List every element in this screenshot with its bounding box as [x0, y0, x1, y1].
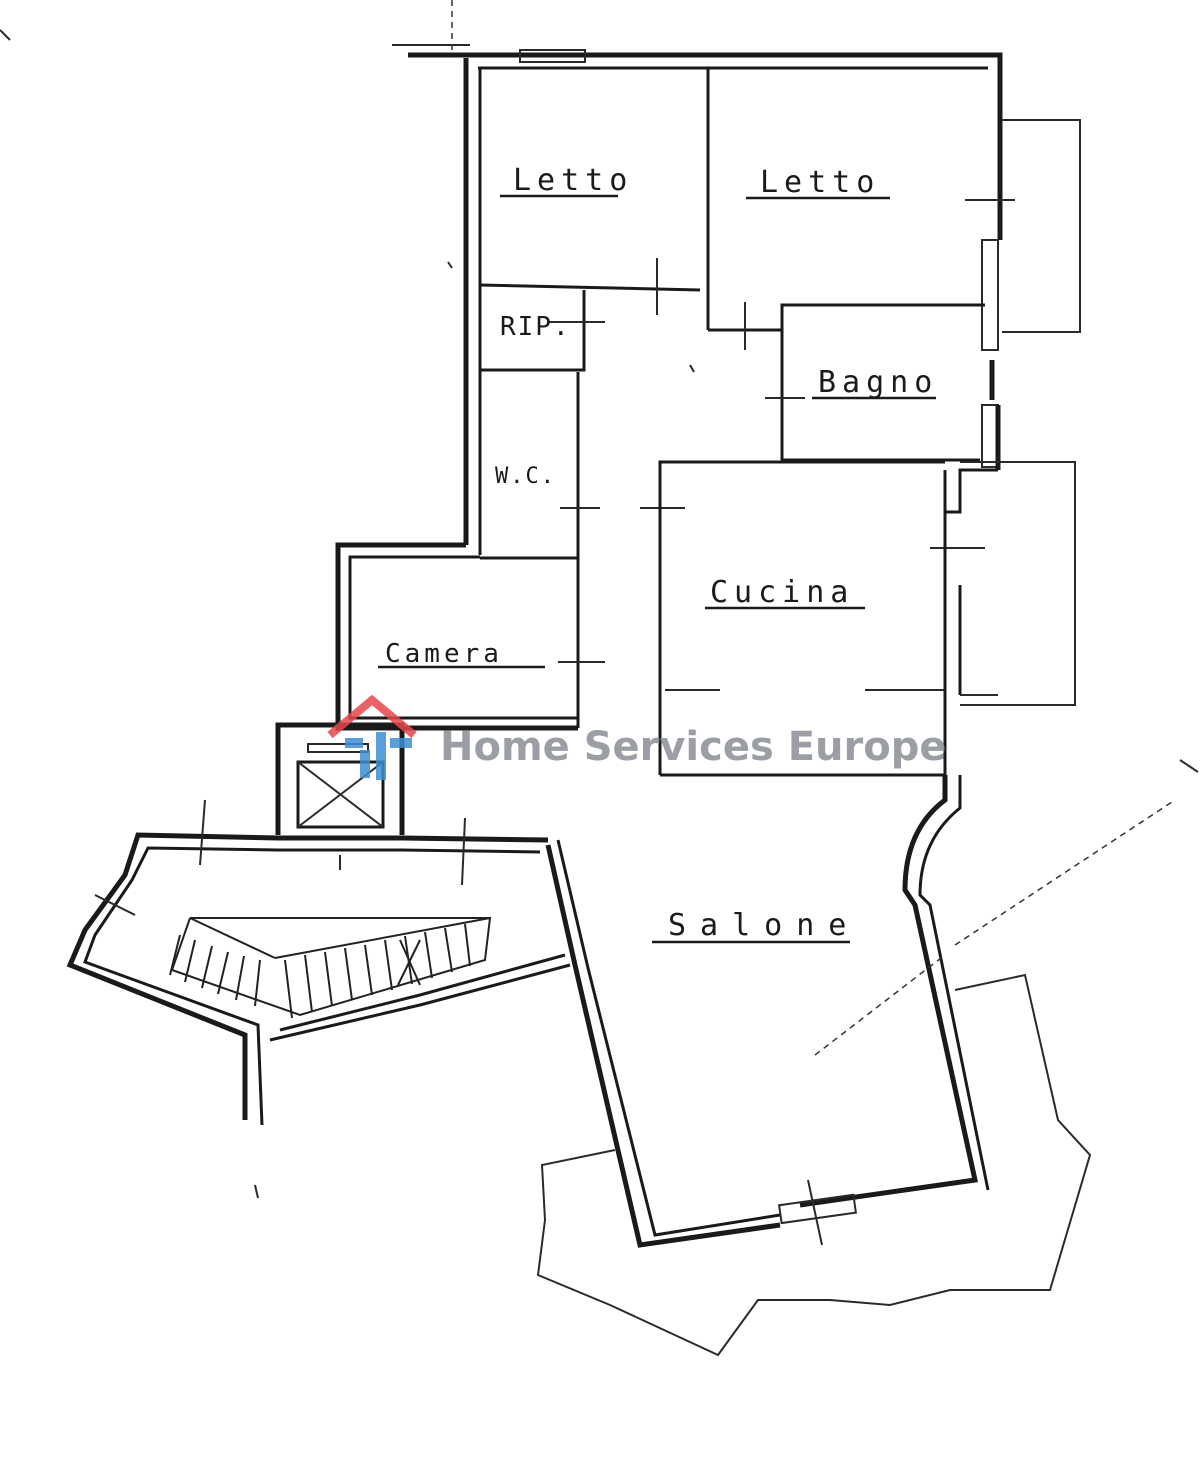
- room-label-letto-1: Letto: [513, 163, 633, 198]
- watermark: Home Services Europe: [327, 694, 946, 780]
- staircase: [169, 917, 492, 1019]
- room-label-cucina: Cucina: [710, 575, 854, 610]
- salone-walls: [545, 775, 990, 1248]
- brand-name: Home Services Europe: [440, 724, 946, 770]
- room-label-salone: Salone: [668, 908, 860, 943]
- interior-walls: [479, 68, 998, 777]
- room-label-letto-2: Letto: [760, 165, 880, 200]
- stray-marks: [0, 0, 1199, 773]
- outer-walls: [335, 49, 1003, 731]
- room-label-bagno: Bagno: [818, 365, 938, 400]
- stair-hall: [66, 799, 571, 1199]
- room-label-camera: Camera: [385, 639, 503, 669]
- room-label-wc: W.C.: [495, 464, 556, 489]
- brand-logo-icon: [327, 694, 417, 780]
- room-labels: Letto Letto RIP. W.C. Bagno Camera Cucin…: [378, 163, 938, 944]
- terraces: [536, 799, 1176, 1357]
- balconies: [930, 119, 1081, 706]
- room-label-rip: RIP.: [500, 312, 571, 342]
